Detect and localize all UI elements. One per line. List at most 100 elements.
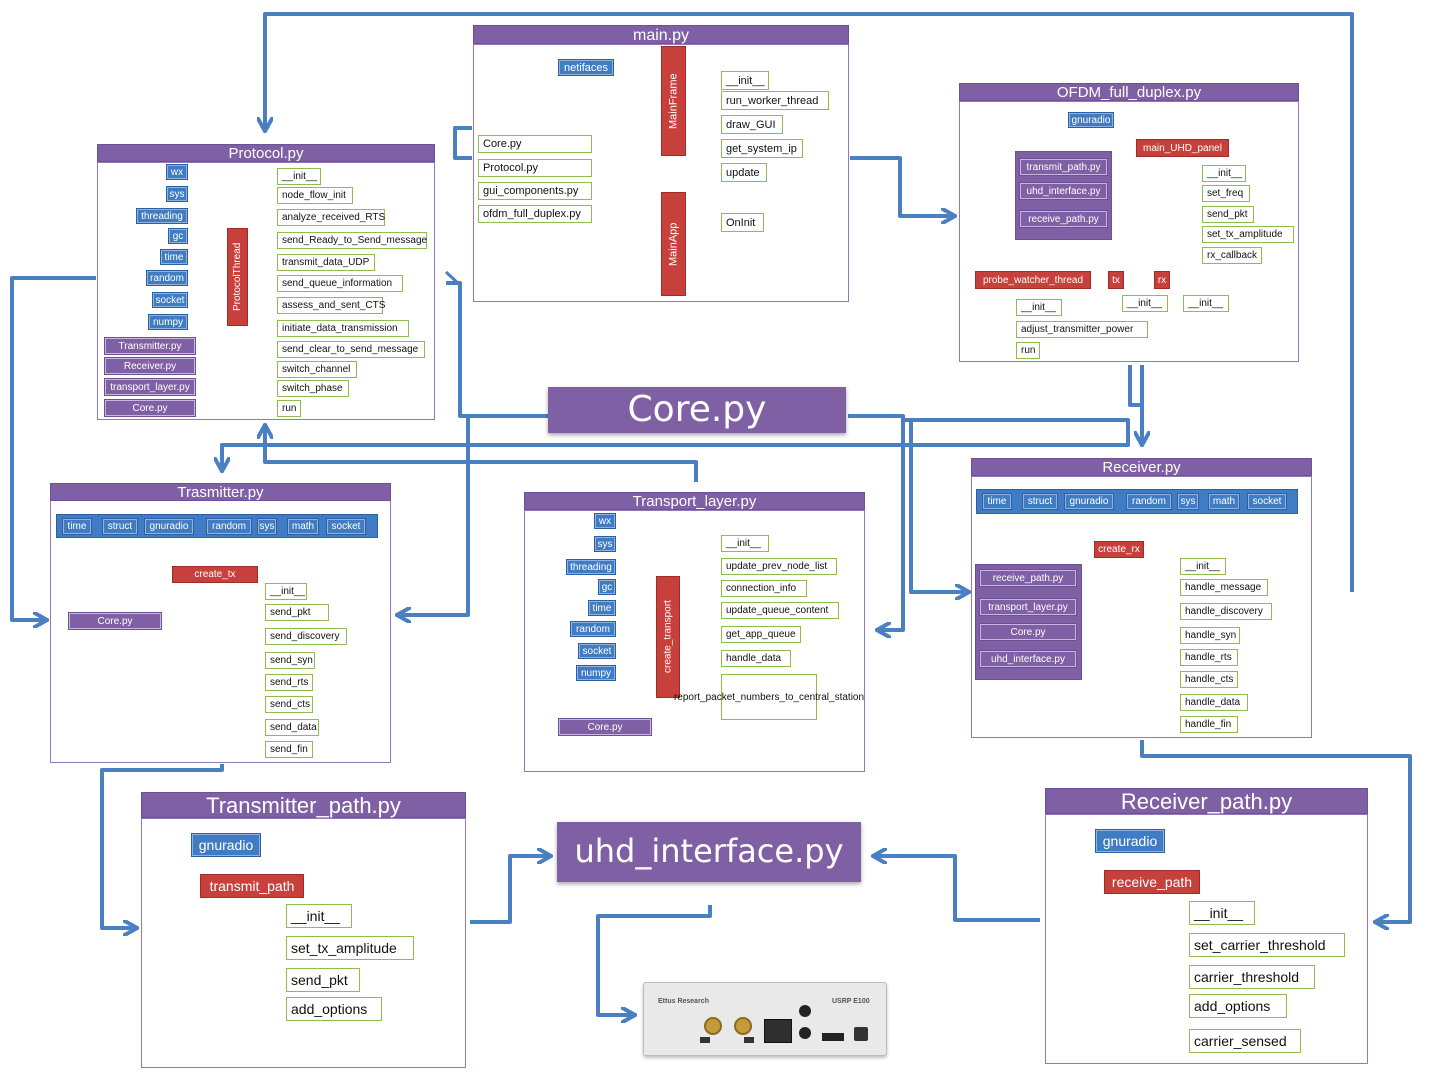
rx-mods-struct: struct (1022, 493, 1058, 510)
txpath-gnuradio-module: gnuradio (191, 833, 261, 857)
transport-dep-core: Core.py (558, 718, 652, 736)
main-uhd-panel-class: main_UHD_panel (1136, 139, 1229, 157)
proto-mods-time: time (160, 249, 188, 265)
rx-func-init: __init__ (1183, 295, 1229, 312)
ofdm-py-title: OFDM_full_duplex.py (959, 83, 1299, 101)
tl-mods-threading: threading (566, 559, 616, 575)
tx-mods-socket: socket (326, 518, 366, 535)
tp-funcs-set-tx-amplitude: set_tx_amplitude (286, 936, 414, 960)
tl-mods-numpy: numpy (576, 665, 616, 681)
tx-funcs-send-syn: send_syn (265, 652, 315, 669)
proto-deps-receiver: Receiver.py (104, 357, 196, 375)
main-deps-core: Core.py (478, 135, 592, 153)
usrp-device: Ettus Research USRP E100 (643, 982, 887, 1056)
tx-funcs-send-pkt: send_pkt (265, 604, 329, 621)
proto-funcs-init: __init__ (277, 168, 321, 185)
tl-mods-sys: sys (594, 536, 616, 552)
main-funcs-get-system-ip: get_system_ip (721, 139, 803, 158)
rp-funcs-init: __init__ (1189, 901, 1255, 925)
ofdm-panel-funcs-init: __init__ (1202, 165, 1246, 182)
proto-funcs-node-flow-init: node_flow_init (277, 187, 353, 204)
proto-deps-transport-layer: transport_layer.py (104, 378, 196, 396)
rx-deps-uhd-interface: uhd_interface.py (979, 650, 1077, 668)
ofdm-panel-funcs-set-freq: set_freq (1202, 185, 1250, 202)
netifaces-module: netifaces (558, 59, 614, 76)
tx-mods-random: random (206, 518, 252, 535)
transmitter-py-title: Trasmitter.py (50, 483, 391, 501)
proto-mods-threading: threading (136, 208, 188, 224)
tx-mods-sys: sys (257, 518, 277, 535)
sma-connector-1 (704, 1017, 722, 1035)
main-deps-ofdm-full-duplex: ofdm_full_duplex.py (478, 205, 592, 223)
mainapp-class: MainApp (661, 192, 686, 296)
main-funcs-run-worker-thread: run_worker_thread (721, 91, 829, 110)
rx-mods-math: math (1208, 493, 1240, 510)
ofdm-probe-funcs-adjust-transmitter-power: adjust_transmitter_power (1016, 321, 1148, 338)
ofdm-deps-transmit-path: transmit_path.py (1019, 158, 1108, 176)
ofdm-deps-uhd-interface: uhd_interface.py (1019, 182, 1108, 200)
protocolthread-class: ProtocolThread (227, 228, 248, 326)
proto-mods-sys: sys (166, 186, 188, 202)
proto-funcs-send-clear-to-send-message: send_clear_to_send_message (277, 341, 425, 358)
rx-funcs-handle-fin: handle_fin (1180, 716, 1238, 733)
tx-mods-math: math (287, 518, 319, 535)
hdmi-port (822, 1033, 844, 1041)
main-funcs-update: update (721, 163, 767, 182)
ofdm-probe-funcs-run: run (1016, 342, 1040, 359)
rp-funcs-set-carrier-threshold: set_carrier_threshold (1189, 933, 1345, 957)
probe-watcher-thread-class: probe_watcher_thread (975, 271, 1091, 289)
proto-funcs-assess-and-sent-cts: assess_and_sent_CTS (277, 297, 385, 314)
rx-funcs-handle-cts: handle_cts (1180, 671, 1238, 688)
rx-mods-random: random (1126, 493, 1172, 510)
tx-mods-gnuradio: gnuradio (144, 518, 194, 535)
rx-funcs-init: __init__ (1180, 558, 1226, 575)
tl-mods-wx: wx (594, 513, 616, 529)
rx-funcs-handle-rts: handle_rts (1180, 649, 1238, 666)
transport-py-title: Transport_layer.py (524, 492, 865, 510)
txpath-py-title: Transmitter_path.py (141, 792, 466, 818)
tl-mods-random: random (570, 621, 616, 637)
transmitter-dep-core: Core.py (68, 612, 162, 630)
usb-port-1 (700, 1037, 710, 1043)
rx-funcs-handle-data: handle_data (1180, 694, 1248, 711)
proto-funcs-switch-phase: switch_phase (277, 380, 349, 397)
ofdm-probe-funcs-init: __init__ (1016, 299, 1062, 316)
rp-funcs-carrier-sensed: carrier_sensed (1189, 1029, 1301, 1053)
proto-funcs-send-queue-information: send_queue_information (277, 275, 403, 292)
proto-funcs-analyze-received-rts: analyze_received_RTS (277, 209, 385, 226)
rp-funcs-carrier-threshold: carrier_threshold (1189, 965, 1315, 989)
uhd-interface-title: uhd_interface.py (557, 822, 861, 882)
tl-funcs-handle-data: handle_data (721, 650, 791, 667)
proto-funcs-switch-channel: switch_channel (277, 361, 357, 378)
receive-path-class: receive_path (1104, 870, 1200, 894)
mainframe-class: MainFrame (661, 46, 686, 156)
create-rx-class: create_rx (1094, 541, 1144, 558)
ofdm-panel-funcs-send-pkt: send_pkt (1202, 206, 1254, 223)
create-transport-class: create_transport (656, 576, 680, 698)
tp-funcs-send-pkt: send_pkt (286, 968, 360, 992)
tp-funcs-add-options: add_options (286, 997, 382, 1021)
ofdm-gnuradio-module: gnuradio (1068, 112, 1114, 128)
rx-mods-sys: sys (1177, 493, 1199, 510)
tx-funcs-send-data: send_data (265, 719, 319, 736)
proto-funcs-send-ready-to-send-message: send_Ready_to_Send_message (277, 232, 427, 249)
rxpath-py-title: Receiver_path.py (1045, 788, 1368, 814)
tx-funcs-send-fin: send_fin (265, 741, 313, 758)
proto-funcs-transmit-data-udp: transmit_data_UDP (277, 254, 375, 271)
device-model: USRP E100 (832, 998, 870, 1005)
tl-funcs-init: __init__ (721, 535, 769, 552)
protocol-py-title: Protocol.py (97, 144, 435, 162)
rx-mods-gnuradio: gnuradio (1064, 493, 1114, 510)
tl-mods-socket: socket (578, 643, 616, 659)
ofdm-deps-receive-path: receive_path.py (1019, 210, 1108, 228)
proto-mods-numpy: numpy (148, 314, 188, 330)
tl-mods-time: time (588, 600, 616, 616)
ethernet-port (764, 1019, 792, 1043)
ofdm-panel-funcs-set-tx-amplitude: set_tx_amplitude (1202, 226, 1294, 243)
rp-funcs-add-options: add_options (1189, 994, 1287, 1018)
tx-class: tx (1108, 271, 1124, 289)
rx-funcs-handle-syn: handle_syn (1180, 627, 1240, 644)
proto-mods-random: random (146, 270, 188, 286)
main-py-title: main.py (473, 25, 849, 44)
audio-jack-2 (799, 1027, 811, 1039)
